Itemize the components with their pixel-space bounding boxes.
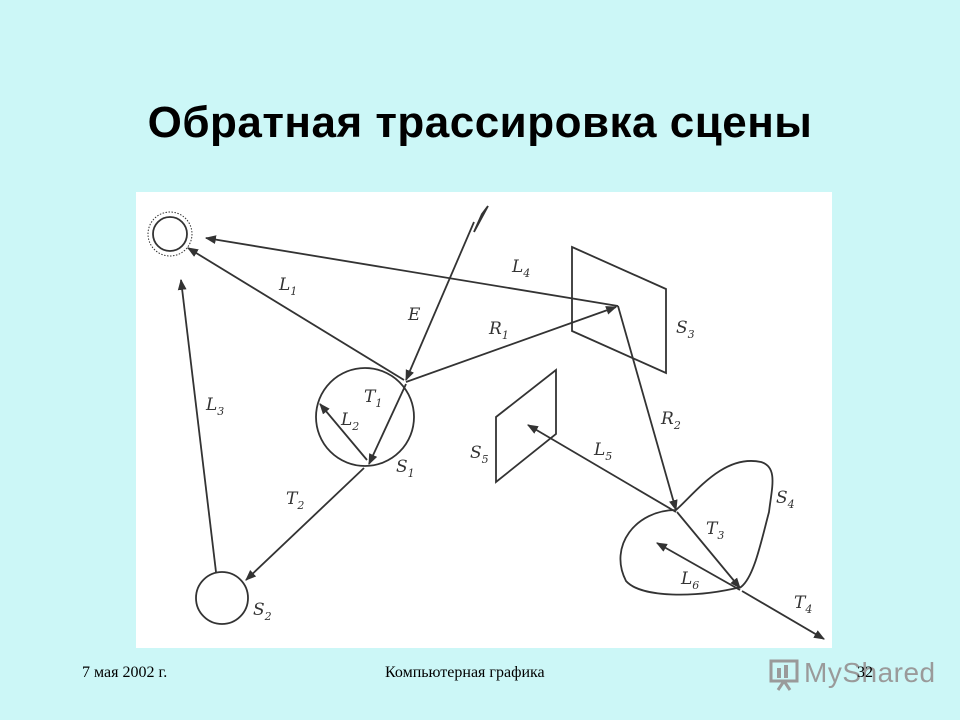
label-L3: L3	[205, 395, 224, 418]
ray-L4	[204, 235, 619, 307]
ray-E	[405, 221, 475, 382]
label-T2: T2	[286, 489, 304, 512]
label-T3: T3	[706, 519, 724, 542]
ray-T4	[741, 590, 825, 640]
ray-tracing-diagram: L1 L4 L3 E R1 T1 L2 S1 T2 S2 S3 R2 L5 S5…	[136, 192, 832, 648]
label-S4: S4	[776, 488, 795, 511]
watermark-text: MyShared	[804, 657, 936, 688]
label-T1: T1	[364, 387, 382, 410]
watermark-logo: MyShared	[768, 656, 935, 692]
ray-T3	[676, 511, 741, 589]
presentation-icon	[769, 659, 799, 691]
eye-icon	[473, 205, 489, 233]
slide-title: Обратная трассировка сцены	[147, 98, 813, 147]
ray-R2	[617, 305, 678, 512]
label-R1: R1	[488, 319, 509, 342]
label-S5: S5	[470, 443, 489, 466]
blob-s4	[619, 460, 774, 596]
ray-T2	[245, 467, 365, 581]
ray-L6	[656, 542, 741, 591]
label-T4: T4	[794, 593, 812, 616]
ray-L3	[177, 278, 217, 573]
ray-T1	[368, 383, 407, 465]
label-L1: L1	[278, 275, 297, 298]
ray-L1	[187, 247, 405, 381]
label-S1: S1	[396, 457, 415, 480]
plane-s5	[495, 368, 557, 484]
label-L4: L4	[511, 257, 530, 280]
sphere-s2	[195, 571, 249, 625]
ray-L5	[527, 424, 677, 513]
footer-course: Компьютерная графика	[385, 664, 545, 681]
label-L5: L5	[593, 440, 612, 463]
label-L2: L2	[340, 410, 359, 433]
label-S2: S2	[253, 600, 272, 623]
ray-L2	[319, 403, 368, 461]
sphere-s1	[315, 367, 415, 467]
plane-s3	[571, 245, 667, 375]
label-R2: R2	[660, 409, 681, 432]
label-S3: S3	[676, 318, 695, 341]
footer-page-number: 32	[857, 664, 873, 681]
diagram-svg: L1 L4 L3 E R1 T1 L2 S1 T2 S2 S3 R2 L5 S5…	[147, 205, 825, 640]
sun-icon	[147, 211, 193, 257]
footer-date: 7 мая 2002 г.	[82, 664, 168, 681]
ray-R1	[405, 306, 618, 383]
label-L6: L6	[680, 569, 699, 592]
label-E: E	[407, 305, 421, 325]
